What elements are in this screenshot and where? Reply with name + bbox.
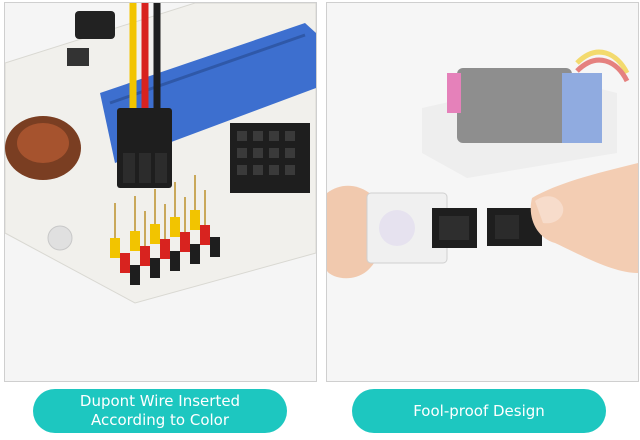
caption-dupont-wire: Dupont Wire Inserted According to Color	[33, 389, 287, 433]
fool-proof-photo	[326, 2, 639, 382]
fool-proof-connector-illustration	[327, 3, 638, 381]
background-board	[422, 49, 630, 178]
right-hand	[530, 163, 638, 273]
caption-fool-proof: Fool-proof Design	[352, 389, 606, 433]
caption-right-line1: Fool-proof Design	[413, 401, 545, 420]
dupont-wire	[117, 3, 172, 188]
buzzer	[75, 11, 115, 39]
caption-left-line2: According to Color	[90, 411, 230, 429]
color-coded-pin-headers	[110, 175, 220, 285]
dupont-wire-photo	[4, 2, 317, 382]
caption-left-line1: Dupont Wire Inserted	[79, 392, 241, 410]
expansion-board-illustration	[5, 3, 316, 381]
